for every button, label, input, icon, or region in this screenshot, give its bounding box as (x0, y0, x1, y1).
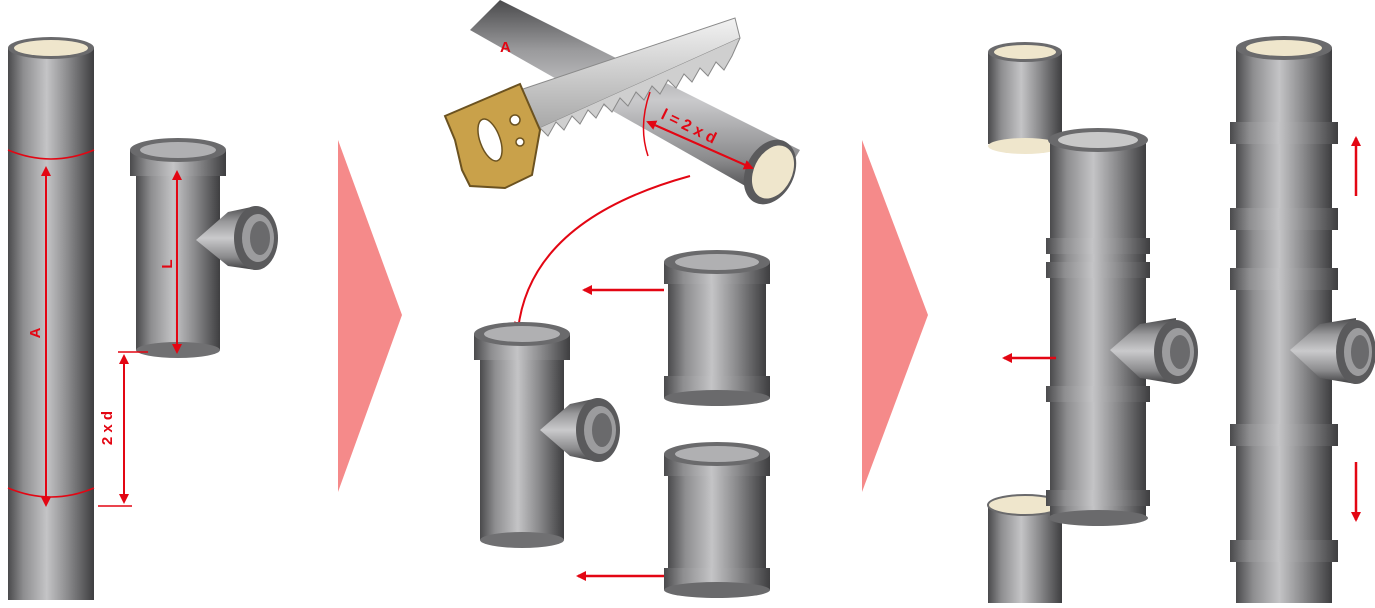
tee-fitting-2 (474, 322, 620, 548)
cut-pipe-label: A (500, 39, 511, 56)
pipe-length-label: A (27, 327, 44, 338)
tee-fitting (130, 138, 278, 358)
assembly-final (1230, 36, 1375, 603)
insert-depth-label: 2 x d (99, 411, 116, 445)
coupler-bottom (664, 442, 770, 598)
assembly-exploded (1046, 128, 1198, 526)
step-arrow-icon (338, 140, 402, 492)
fitting-length-label: L (159, 259, 176, 268)
step-3-assemble (988, 36, 1375, 603)
long-pipe (8, 37, 94, 600)
step-2-cut: A l = 2 x d (445, 0, 806, 598)
step-arrow-icon (862, 140, 928, 492)
step-1-measure: A L 2 x d (8, 37, 278, 600)
coupler-top (664, 250, 770, 406)
